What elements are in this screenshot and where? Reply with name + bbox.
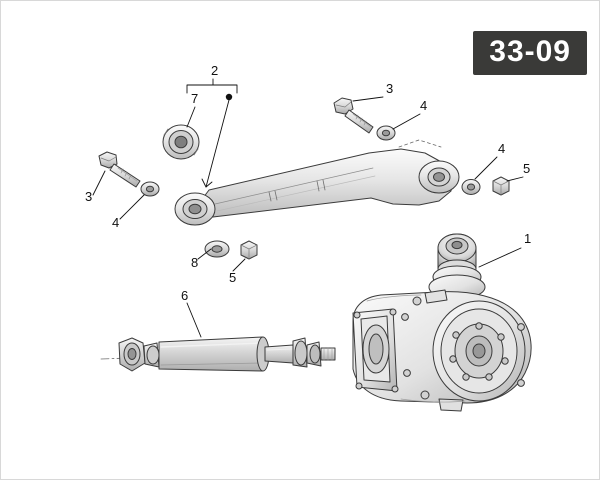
part-washer-left bbox=[140, 181, 160, 197]
part-bolt-upper-right bbox=[333, 97, 374, 134]
callout-4-right: 4 bbox=[498, 141, 506, 156]
part-final-drive bbox=[352, 233, 532, 412]
callout-3-left: 3 bbox=[85, 189, 93, 204]
part-bolt-left bbox=[98, 151, 141, 188]
callout-5-lower: 5 bbox=[229, 270, 237, 285]
callout-4-left: 4 bbox=[112, 215, 120, 230]
part-nut-right bbox=[492, 176, 510, 196]
callout-6: 6 bbox=[181, 288, 189, 303]
part-reaction-rod bbox=[174, 139, 460, 226]
part-bushing-upper bbox=[162, 124, 200, 160]
callout-8: 8 bbox=[191, 255, 199, 270]
callout-4-upper-right: 4 bbox=[420, 98, 428, 113]
callout-2: 2 bbox=[211, 63, 219, 78]
callout-3-upper-right: 3 bbox=[386, 81, 394, 96]
callout-7: 7 bbox=[191, 91, 199, 106]
callout-1: 1 bbox=[524, 231, 532, 246]
callout-5-right: 5 bbox=[523, 161, 531, 176]
part-nut-lower bbox=[240, 240, 258, 260]
page-number-badge: 33-09 bbox=[473, 31, 587, 75]
part-washer-right bbox=[461, 179, 481, 195]
part-bushing-lower bbox=[204, 240, 230, 258]
part-drive-shaft bbox=[100, 336, 336, 372]
part-washer-upper-right bbox=[376, 125, 396, 141]
leader-lines bbox=[92, 78, 524, 338]
